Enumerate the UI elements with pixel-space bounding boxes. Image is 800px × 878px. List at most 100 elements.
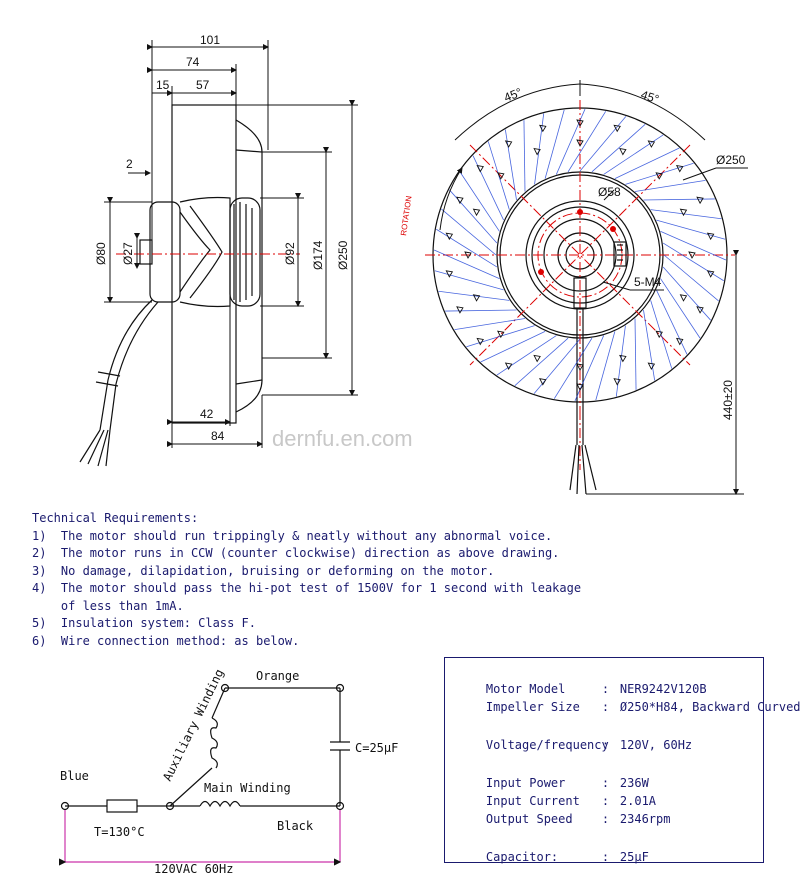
dim-42: 42 — [200, 407, 214, 421]
spec-table: Motor Model:NER9242V120B Impeller Size:Ø… — [444, 657, 800, 864]
blade-line — [650, 209, 722, 220]
blade-tab — [539, 378, 547, 386]
side-view: 101 74 15 57 2 — [79, 33, 358, 467]
blade-tab — [688, 251, 696, 259]
blade-tab — [675, 164, 684, 173]
blade-line — [433, 249, 500, 280]
blade-line — [614, 147, 680, 179]
blade-line — [533, 338, 581, 394]
blade-tab — [497, 330, 505, 339]
rotation-label: ROTATION — [399, 195, 414, 236]
blade-line — [459, 171, 500, 232]
blade-line — [634, 318, 637, 390]
dim-250-side: Ø250 — [336, 240, 350, 270]
spec-row-current: Input Current:2.01A — [485, 794, 657, 808]
blade-tab — [533, 354, 541, 363]
blade-tab — [619, 354, 627, 363]
dim-wire-length: 440±20 — [721, 380, 735, 420]
dim-250-front: Ø250 — [716, 153, 746, 167]
blade-tab — [675, 337, 684, 346]
label-5-m4: 5-M4 — [634, 275, 662, 289]
wire-orange-label: Orange — [256, 669, 299, 683]
blade-tab — [679, 294, 688, 302]
blade-tab — [472, 294, 481, 302]
blade-tab — [472, 208, 481, 217]
blade-tab — [576, 383, 584, 391]
blade-line — [591, 124, 646, 173]
watermark: dernfu.en.com — [272, 426, 413, 451]
blade-line — [496, 335, 557, 376]
dim-101: 101 — [200, 33, 220, 47]
impeller-blades — [433, 108, 727, 402]
blade-line — [514, 337, 569, 386]
blade-line — [567, 111, 607, 173]
blade-tab — [647, 362, 656, 370]
dim-84: 84 — [211, 429, 225, 443]
blade-line — [615, 325, 626, 397]
tech-item: 3) No damage, dilapidation, bruising or … — [32, 563, 495, 578]
tech-item: of less than 1mA. — [32, 598, 184, 613]
winding-hatch — [233, 202, 253, 302]
spec-row-impeller: Impeller Size:Ø250*H84, Backward Curved — [485, 700, 800, 714]
blade-line — [660, 230, 727, 261]
spec-row-speed: Output Speed:2346rpm — [485, 812, 671, 826]
blade-tabs — [445, 119, 715, 391]
blade-line — [662, 242, 724, 282]
blade-tab — [576, 363, 584, 371]
blade-tab — [576, 139, 584, 147]
tech-item: 6) Wire connection method: as below. — [32, 633, 300, 648]
blade-tab — [504, 362, 513, 370]
blade-tab — [476, 164, 484, 173]
blade-tab — [504, 140, 513, 148]
blade-tab — [456, 306, 464, 314]
blade-line — [634, 179, 706, 192]
blade-line — [454, 318, 526, 331]
dim-92: Ø92 — [283, 242, 297, 265]
blade-line — [555, 108, 586, 175]
wire-blue-label: Blue — [60, 769, 89, 783]
technical-requirements: Technical Requirements: 1) The motor sho… — [32, 510, 582, 650]
blade-line — [603, 134, 664, 175]
blade-tab — [655, 330, 663, 339]
blade-tab — [445, 232, 454, 241]
tech-item: 2) The motor runs in CCW (counter clockw… — [32, 546, 560, 560]
blade-tab — [696, 196, 704, 205]
wire-black-label: Black — [277, 819, 314, 833]
blade-line — [660, 278, 701, 339]
blade-tab — [706, 232, 715, 241]
blade-tab — [497, 172, 505, 180]
blade-line — [480, 331, 546, 363]
blade-line — [662, 266, 711, 321]
blade-line — [523, 120, 526, 192]
dim-58: Ø58 — [598, 185, 621, 199]
tech-item: 5) Insulation system: Class F. — [32, 616, 256, 630]
blade-tab — [539, 124, 547, 133]
blade-line — [441, 208, 497, 256]
blade-line — [504, 129, 517, 201]
blade-tab — [476, 337, 484, 346]
wiring-diagram: Orange C=25μF Auxiliary Winding Blue Mai… — [59, 667, 398, 876]
dim-80: Ø80 — [94, 242, 108, 265]
spec-row-voltage: Voltage/frequency:120V, 60Hz — [485, 738, 693, 752]
spec-row-model: Motor Model:NER9242V120B — [485, 682, 707, 696]
dim-174: Ø174 — [311, 240, 325, 270]
tech-item: 4) The motor should pass the hi-pot test… — [32, 581, 582, 595]
spec-row-capacitor: Capacitor::25μF — [485, 850, 649, 864]
blade-line — [663, 254, 719, 302]
blade-line — [436, 228, 498, 268]
blade-line — [656, 289, 688, 355]
blade-tab — [647, 140, 656, 148]
blade-tab — [679, 208, 688, 217]
blade-tab — [445, 270, 454, 278]
blade-line — [445, 309, 517, 312]
blade-line — [434, 270, 504, 291]
blade-line — [595, 331, 616, 401]
blade-tab — [533, 147, 541, 156]
main-winding-label: Main Winding — [204, 781, 291, 795]
blade-tab — [613, 378, 621, 386]
supply-label: 120VAC 60Hz — [154, 862, 233, 876]
blade-tab — [696, 306, 704, 314]
dim-74: 74 — [186, 55, 200, 69]
blade-line — [544, 109, 565, 179]
